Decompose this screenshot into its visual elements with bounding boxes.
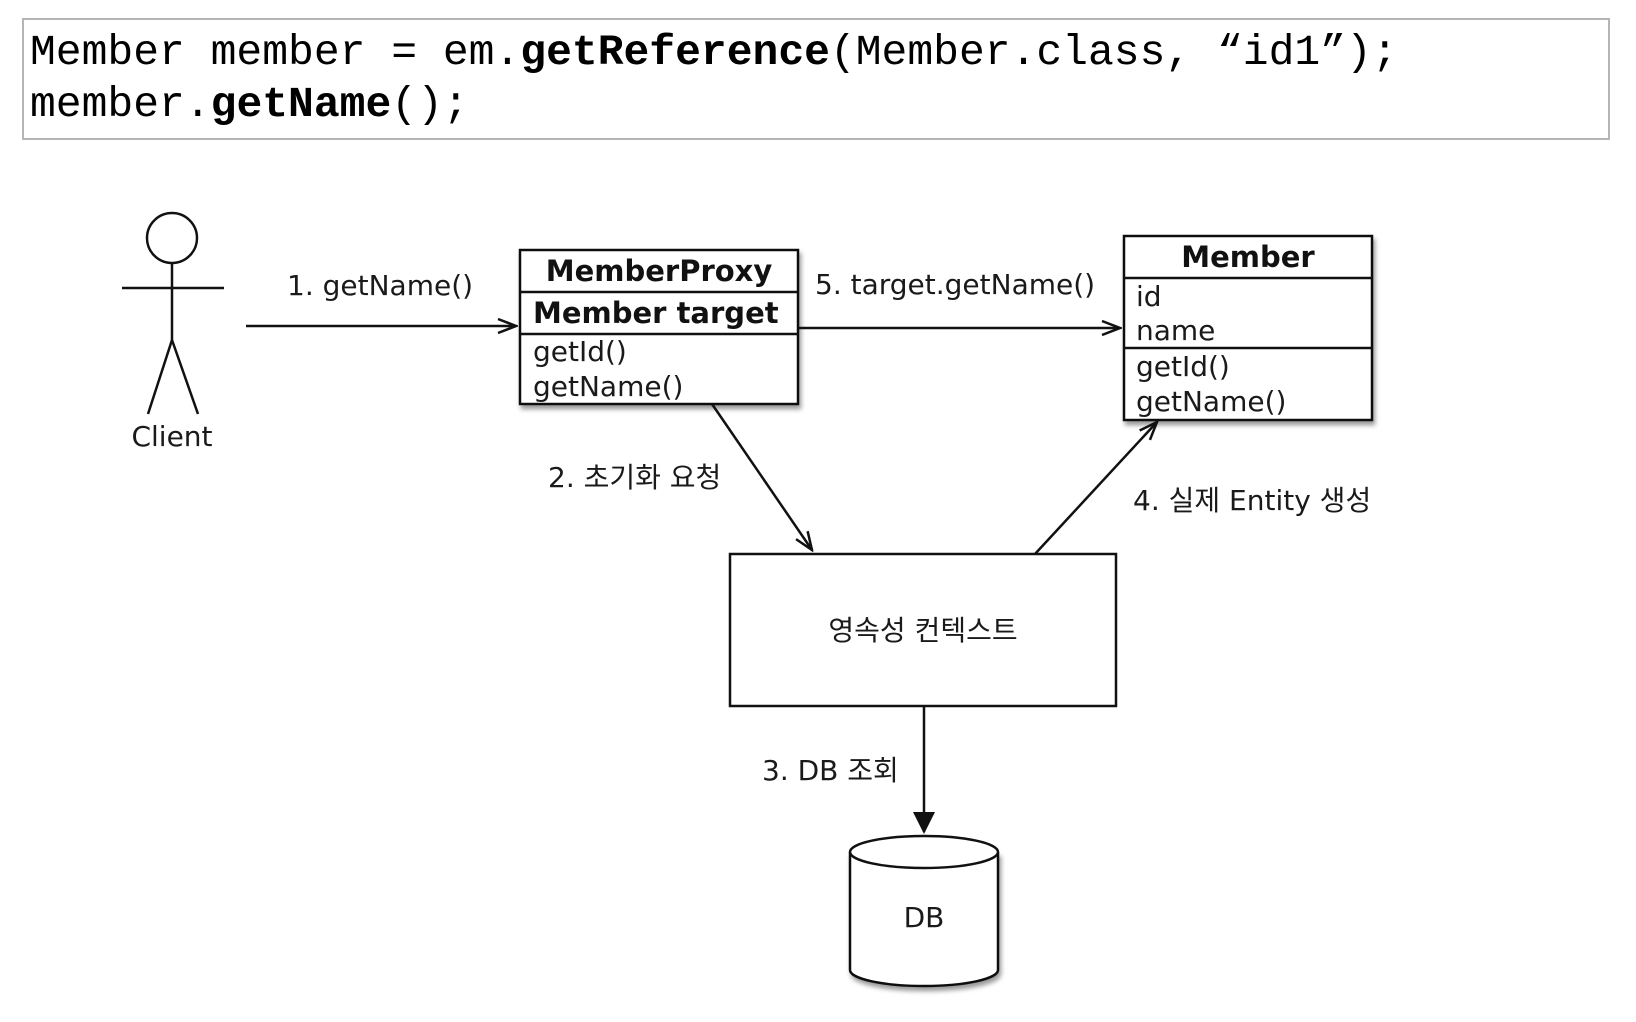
member-entity-field: name — [1136, 314, 1215, 347]
member-proxy-method: getName() — [533, 370, 683, 403]
member-proxy-box: MemberProxy Member target getId() getNam… — [518, 248, 800, 406]
member-entity-frame — [1122, 234, 1374, 422]
persistence-context-label: 영속성 컨텍스트 — [828, 614, 1017, 647]
code-method-getreference: getReference — [520, 28, 830, 77]
member-proxy-title: MemberProxy — [546, 254, 773, 288]
step-5-label: 5. target.getName() — [815, 268, 1095, 301]
member-entity-method: getName() — [1136, 385, 1286, 418]
step-3-label: 3. DB 조회 — [762, 754, 899, 787]
member-entity-field: id — [1136, 280, 1162, 313]
member-entity-title: Member — [1181, 240, 1315, 274]
actor-left-leg — [146, 339, 174, 415]
actor-head-icon — [145, 211, 199, 265]
member-proxy-field: Member target — [533, 296, 779, 330]
step-4-label: 4. 실제 Entity 생성 — [1133, 484, 1371, 517]
member-entity-method: getId() — [1136, 350, 1230, 383]
database-label: DB — [904, 901, 945, 934]
code-method-getname: getName — [210, 80, 392, 129]
persistence-context-frame — [728, 552, 1118, 708]
arrow-create-entity — [1034, 422, 1157, 555]
actor-right-leg — [170, 339, 200, 415]
step-2-label: 2. 초기화 요청 — [548, 461, 721, 494]
arrow-init-request — [710, 403, 812, 550]
step-1-label: 1. getName() — [287, 269, 473, 302]
code-line-1: Member member = em.getReference(Member.c… — [30, 28, 1398, 77]
member-proxy-method: getId() — [533, 335, 627, 368]
database-body-icon — [848, 852, 1000, 988]
code-line-2: member.getName(); — [30, 80, 469, 129]
actor-label: Client — [131, 420, 212, 453]
member-entity-box: Member id name getId() getName() — [1122, 234, 1374, 422]
code-snippet: Member member = em.getReference(Member.c… — [22, 18, 1610, 140]
client-actor: Client — [122, 211, 224, 453]
database-top-icon — [848, 834, 1000, 870]
database-cylinder: DB — [848, 834, 1000, 988]
persistence-context-box: 영속성 컨텍스트 — [728, 552, 1118, 708]
